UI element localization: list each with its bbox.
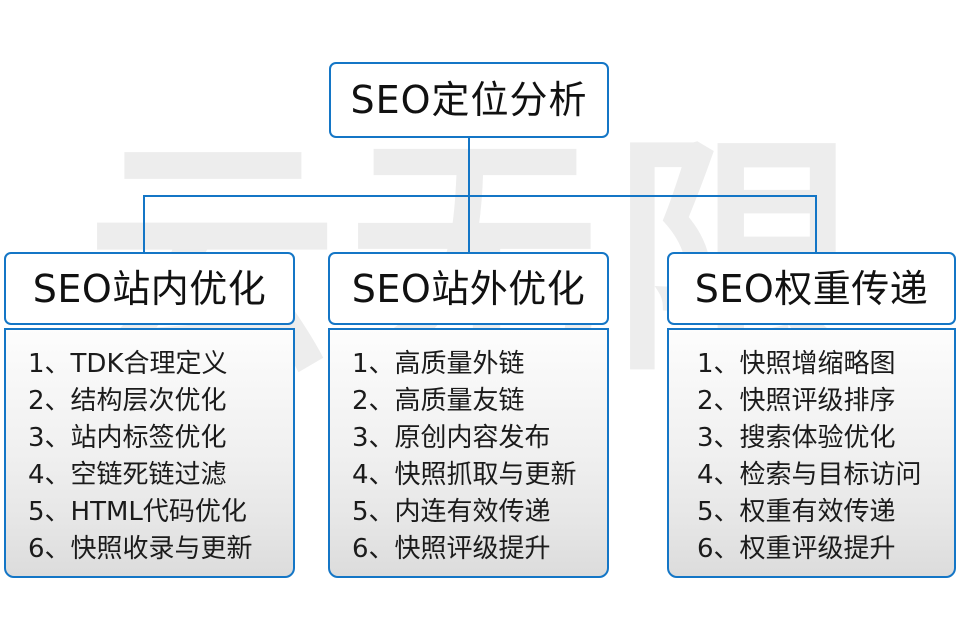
connector-branch-1-vertical: [143, 195, 145, 253]
root-node-label: SEO定位分析: [350, 78, 588, 122]
branch-column-3: SEO权重传递 1、快照增缩略图 2、快照评级排序 3、搜索体验优化 4、检索与…: [667, 252, 956, 578]
list-item: 6、快照评级提升: [352, 534, 551, 564]
branch-2-panel: 1、高质量外链 2、高质量友链 3、原创内容发布 4、快照抓取与更新 5、内连有…: [328, 328, 609, 578]
list-item: 2、高质量友链: [352, 386, 525, 416]
connector-horizontal-bus: [143, 195, 817, 197]
branch-2-title: SEO站外优化: [351, 266, 586, 311]
branch-column-1: SEO站内优化 1、TDK合理定义 2、结构层次优化 3、站内标签优化 4、空链…: [4, 252, 295, 578]
branch-1-header[interactable]: SEO站内优化: [4, 252, 295, 325]
branch-2-list: 1、高质量外链 2、高质量友链 3、原创内容发布 4、快照抓取与更新 5、内连有…: [330, 346, 607, 568]
branch-1-panel: 1、TDK合理定义 2、结构层次优化 3、站内标签优化 4、空链死链过滤 5、H…: [4, 328, 295, 578]
list-item: 3、原创内容发布: [352, 423, 551, 453]
list-item: 3、搜索体验优化: [697, 423, 896, 453]
connector-root-vertical: [468, 138, 470, 196]
list-item: 6、快照收录与更新: [28, 534, 253, 564]
connector-branch-3-vertical: [815, 195, 817, 253]
list-item: 1、TDK合理定义: [28, 349, 228, 379]
list-item: 6、权重评级提升: [697, 534, 896, 564]
list-item: 5、HTML代码优化: [28, 497, 247, 527]
connector-branch-2-vertical: [468, 195, 470, 253]
list-item: 1、高质量外链: [352, 349, 525, 379]
branch-1-title: SEO站内优化: [32, 266, 267, 311]
branch-1-list: 1、TDK合理定义 2、结构层次优化 3、站内标签优化 4、空链死链过滤 5、H…: [6, 346, 293, 568]
branch-3-title: SEO权重传递: [694, 266, 929, 311]
list-item: 1、快照增缩略图: [697, 349, 896, 379]
list-item: 2、快照评级排序: [697, 386, 896, 416]
list-item: 4、检索与目标访问: [697, 460, 922, 490]
list-item: 4、快照抓取与更新: [352, 460, 577, 490]
list-item: 4、空链死链过滤: [28, 460, 227, 490]
root-node[interactable]: SEO定位分析: [329, 62, 609, 138]
list-item: 5、内连有效传递: [352, 497, 551, 527]
branch-3-panel: 1、快照增缩略图 2、快照评级排序 3、搜索体验优化 4、检索与目标访问 5、权…: [667, 328, 956, 578]
list-item: 5、权重有效传递: [697, 497, 896, 527]
list-item: 2、结构层次优化: [28, 386, 227, 416]
branch-2-header[interactable]: SEO站外优化: [328, 252, 609, 325]
list-item: 3、站内标签优化: [28, 423, 227, 453]
branch-column-2: SEO站外优化 1、高质量外链 2、高质量友链 3、原创内容发布 4、快照抓取与…: [328, 252, 609, 578]
branch-3-header[interactable]: SEO权重传递: [667, 252, 956, 325]
branch-3-list: 1、快照增缩略图 2、快照评级排序 3、搜索体验优化 4、检索与目标访问 5、权…: [669, 346, 954, 568]
